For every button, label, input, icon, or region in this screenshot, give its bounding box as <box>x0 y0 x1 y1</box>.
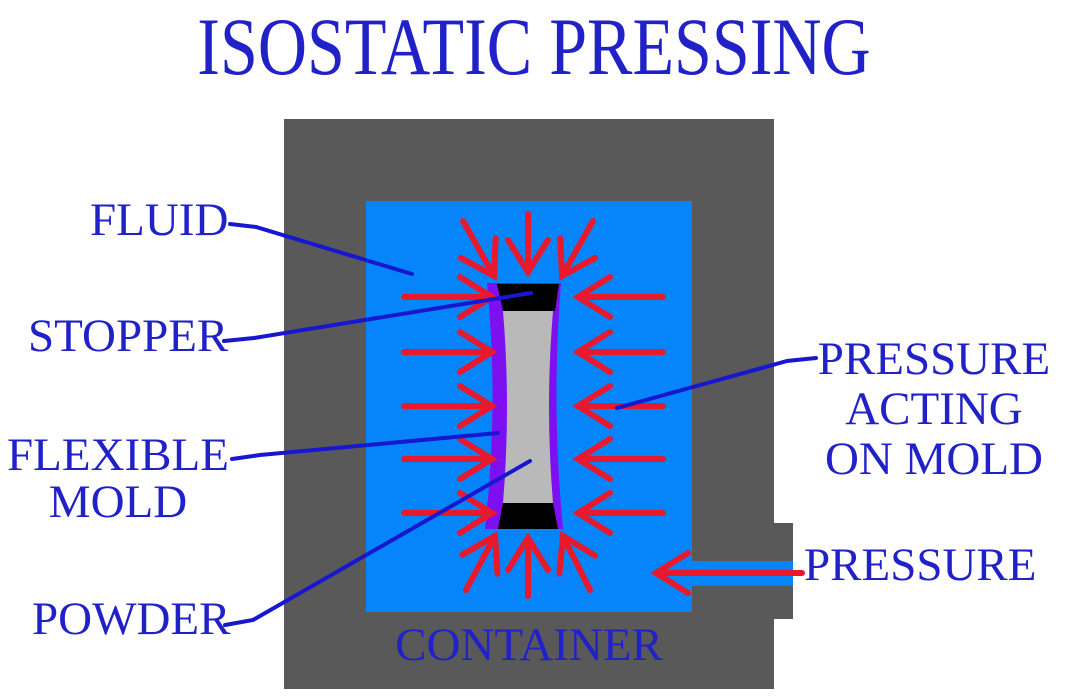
pressure-acting-on-mold-label: PRESSURE ACTING ON MOLD <box>808 334 1060 484</box>
flexible-mold-label-line2: MOLD <box>48 476 188 528</box>
flexible-mold-label-line1: FLEXIBLE <box>7 429 229 481</box>
container-label: CONTAINER <box>395 619 663 671</box>
flexible-mold-label: FLEXIBLE MOLD <box>0 432 236 526</box>
powder-label: POWDER <box>32 593 231 645</box>
stopper-label: STOPPER <box>28 310 229 362</box>
fluid-region <box>366 201 692 612</box>
pressure-acting-label-line3: ON MOLD <box>824 433 1044 485</box>
pressure-acting-label-line2: ACTING <box>845 383 1023 435</box>
pressure-label: PRESSURE <box>804 539 1037 591</box>
fluid-label: FLUID <box>90 194 229 246</box>
pressure-acting-label-line1: PRESSURE <box>817 333 1051 385</box>
page-title: ISOSTATIC PRESSING <box>197 1 871 92</box>
pressure-inlet-channel <box>692 561 793 586</box>
